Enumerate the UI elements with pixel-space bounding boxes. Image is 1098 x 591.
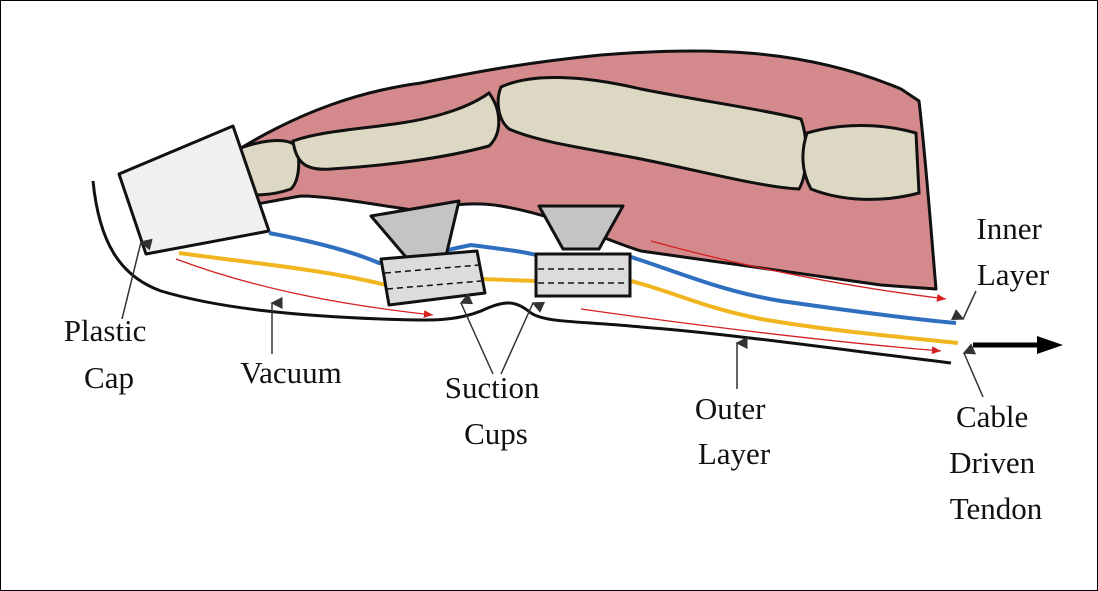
- label-plastic-cap: Plastic Cap: [64, 313, 154, 395]
- label-cable-driven-tendon: Cable Driven Tendon: [949, 399, 1043, 526]
- label-inner-layer: Inner Layer: [976, 211, 1049, 292]
- suction-cup-2: [536, 206, 630, 296]
- bone-base: [803, 126, 919, 200]
- label-outer-layer: Outer Layer: [695, 391, 773, 471]
- pull-arrow: [973, 336, 1063, 354]
- label-vacuum: Vacuum: [240, 355, 342, 390]
- suction-cup-1: [371, 201, 485, 305]
- label-suction-cups: Suction Cups: [445, 370, 547, 451]
